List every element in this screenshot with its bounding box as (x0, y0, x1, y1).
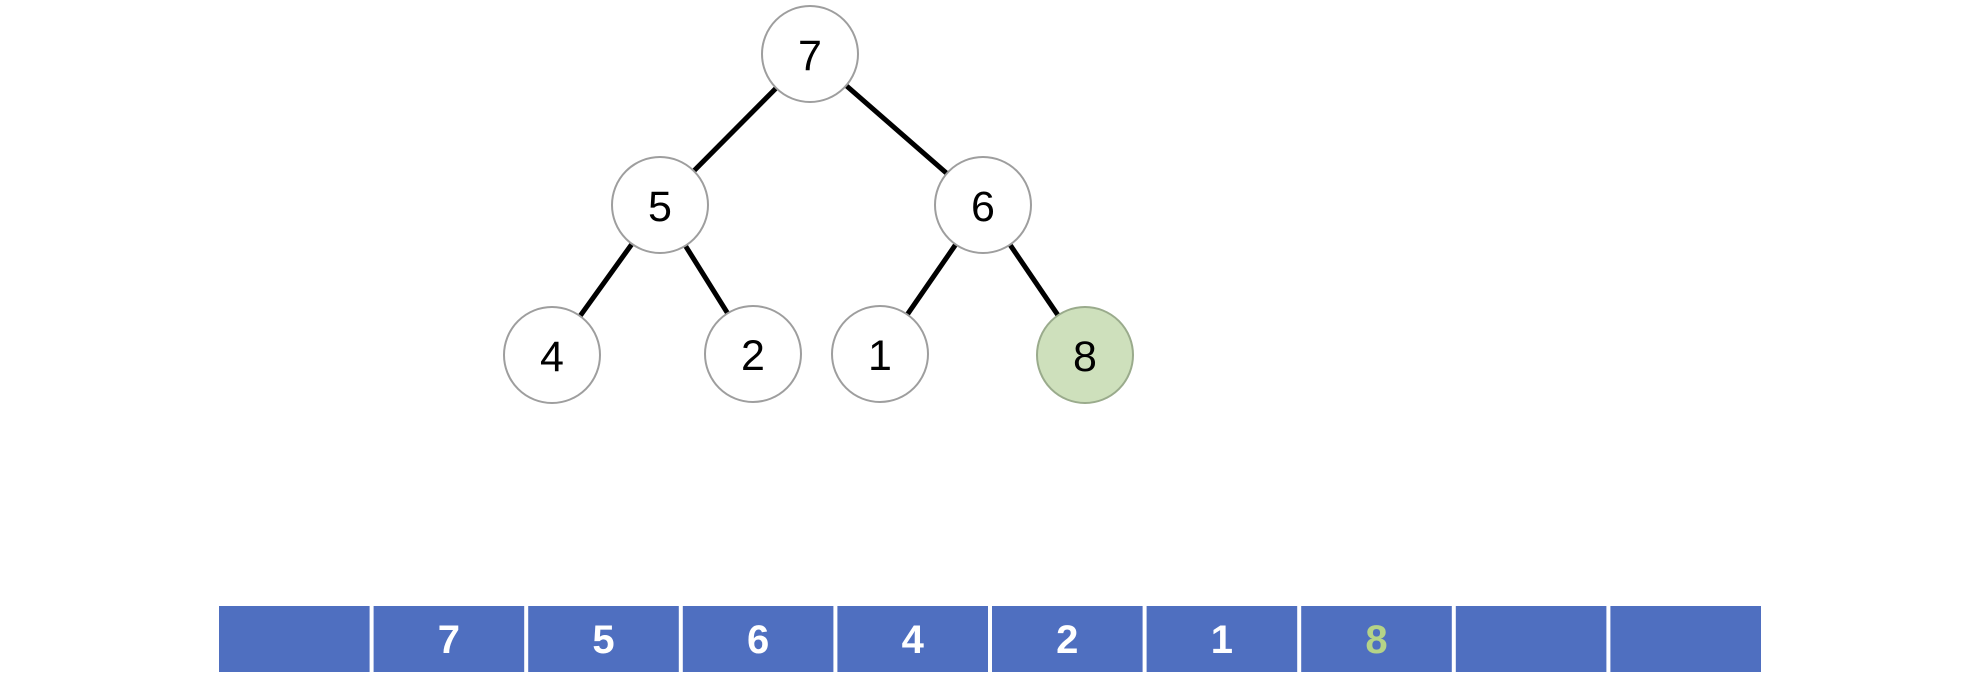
tree-node-circle (934, 156, 1032, 254)
array-cell-background (682, 606, 834, 672)
tree-edges-layer (576, 82, 1062, 320)
tree-edge-7-5 (690, 84, 780, 175)
tree-edge-5-4 (576, 240, 636, 320)
array-cell-background (1610, 606, 1761, 672)
tree-node-circle (761, 5, 859, 103)
tree-node-8[interactable]: 8 (1036, 306, 1134, 404)
tree-nodes-layer: 7 5 6 4 2 1 8 (503, 5, 1134, 404)
tree-node-circle (704, 305, 802, 403)
tree-node-4[interactable]: 4 (503, 306, 601, 404)
array-cell-value: 2 (1056, 618, 1078, 662)
tree-node-label: 7 (798, 32, 822, 80)
array-cell-3[interactable]: 6 (682, 606, 834, 672)
array-cell-background (1455, 606, 1607, 672)
tree-node-2[interactable]: 2 (704, 305, 802, 403)
tree-node-label: 8 (1073, 333, 1097, 381)
array-cell-7[interactable]: 8 (1301, 606, 1452, 672)
array-cell-8[interactable] (1455, 606, 1607, 672)
heap-array-layer: 7 5 6 4 2 1 8 (219, 606, 1761, 672)
array-cell-value: 8 (1365, 618, 1387, 662)
array-cell-6[interactable]: 1 (1146, 606, 1298, 672)
array-cell-background (837, 606, 988, 672)
tree-edge-7-6 (843, 82, 950, 177)
array-cell-background (1146, 606, 1298, 672)
array-cell-5[interactable]: 2 (992, 606, 1143, 672)
tree-node-1[interactable]: 1 (831, 305, 929, 403)
array-cell-value: 7 (438, 618, 460, 662)
tree-edge-5-2 (682, 242, 731, 317)
tree-node-circle (611, 156, 709, 254)
tree-node-highlight-circle (1036, 306, 1134, 404)
array-cell-background (1301, 606, 1452, 672)
array-cell-background (219, 606, 370, 672)
array-cell-1[interactable]: 7 (373, 606, 525, 672)
tree-edge-6-1 (904, 241, 959, 318)
tree-node-6[interactable]: 6 (934, 156, 1032, 254)
array-cell-value: 6 (747, 618, 769, 662)
array-cell-9[interactable] (1610, 606, 1761, 672)
tree-node-7[interactable]: 7 (761, 5, 859, 103)
tree-edge-6-8 (1006, 241, 1062, 319)
array-cell-0[interactable] (219, 606, 370, 672)
tree-node-5[interactable]: 5 (611, 156, 709, 254)
tree-node-circle (503, 306, 601, 404)
array-cell-background (373, 606, 525, 672)
tree-node-circle (831, 305, 929, 403)
array-cell-value: 1 (1211, 618, 1233, 662)
array-cell-2[interactable]: 5 (528, 606, 679, 672)
array-cell-background (992, 606, 1143, 672)
array-cell-4[interactable]: 4 (837, 606, 988, 672)
array-cell-value: 4 (902, 618, 925, 662)
tree-node-label: 2 (741, 332, 765, 380)
array-cell-value: 5 (592, 618, 614, 662)
tree-node-label: 6 (971, 183, 995, 231)
tree-node-label: 4 (540, 333, 564, 381)
tree-node-label: 5 (648, 183, 672, 231)
tree-node-label: 1 (868, 332, 892, 380)
array-cell-background (528, 606, 679, 672)
